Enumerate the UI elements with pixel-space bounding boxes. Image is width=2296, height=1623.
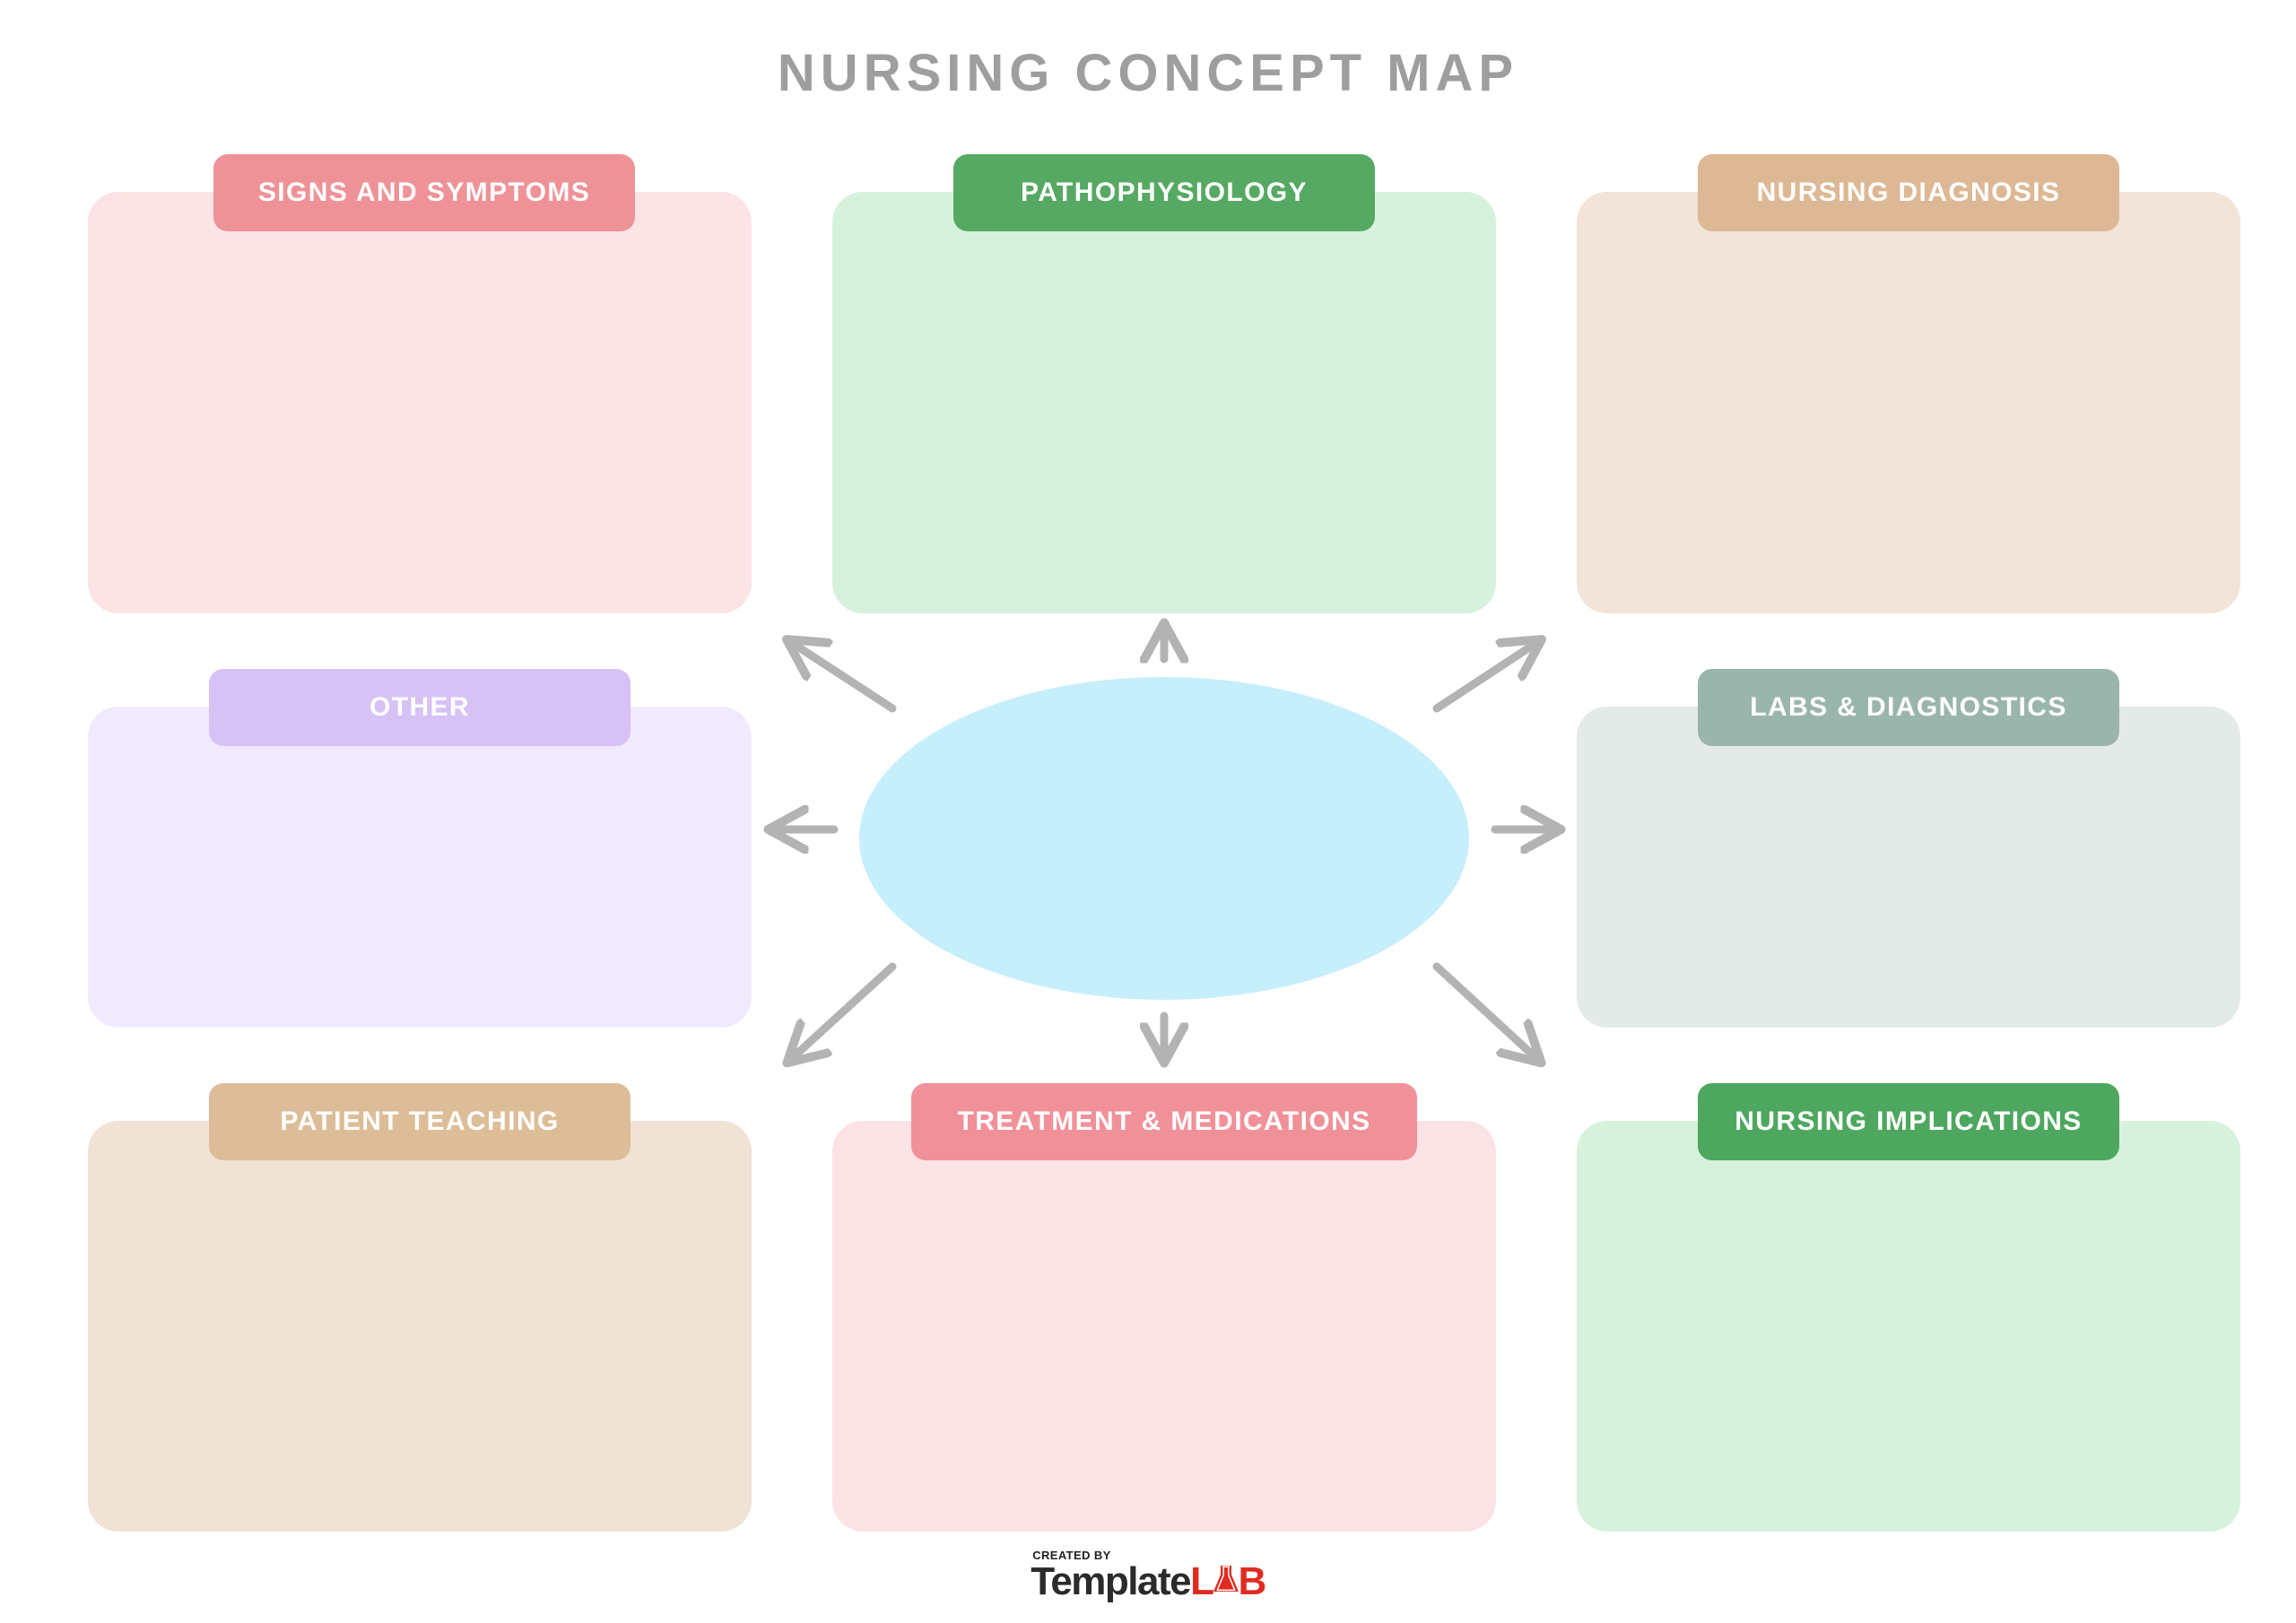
card-signs-and-symptoms: SIGNS AND SYMPTOMS	[88, 154, 752, 613]
logo-lab-b: B	[1238, 1559, 1267, 1603]
card-header-pathophysiology[interactable]: PATHOPHYSIOLOGY	[953, 154, 1375, 231]
card-body-pathophysiology[interactable]	[832, 192, 1496, 613]
card-body-other[interactable]	[88, 707, 752, 1028]
card-header-nursing-diagnosis[interactable]: NURSING DIAGNOSIS	[1698, 154, 2119, 231]
page-title: NURSING CONCEPT MAP	[777, 44, 1519, 102]
logo-template-text: Template	[1031, 1559, 1191, 1603]
card-labs-and-diagnostics: LABS & DIAGNOSTICS	[1577, 669, 2240, 1028]
card-body-labs-and-diagnostics[interactable]	[1577, 707, 2240, 1028]
card-treatment-and-medications: TREATMENT & MEDICATIONS	[832, 1083, 1496, 1532]
card-pathophysiology: PATHOPHYSIOLOGY	[832, 154, 1496, 613]
card-nursing-implications: NURSING IMPLICATIONS	[1577, 1083, 2240, 1532]
card-header-signs-and-symptoms[interactable]: SIGNS AND SYMPTOMS	[213, 154, 635, 231]
card-body-patient-teaching[interactable]	[88, 1121, 752, 1532]
flask-icon	[1213, 1562, 1239, 1592]
logo-lab-l: L	[1190, 1559, 1214, 1603]
card-body-treatment-and-medications[interactable]	[832, 1121, 1496, 1532]
card-body-nursing-implications[interactable]	[1577, 1121, 2240, 1532]
card-header-patient-teaching[interactable]: PATIENT TEACHING	[209, 1083, 631, 1160]
card-body-signs-and-symptoms[interactable]	[88, 192, 752, 613]
card-header-nursing-implications[interactable]: NURSING IMPLICATIONS	[1698, 1083, 2119, 1160]
logo-created-by-text: CREATED BY	[1032, 1549, 1111, 1562]
arrow-down-left	[789, 962, 897, 1061]
arrow-up-left	[789, 641, 897, 713]
arrow-down-right	[1432, 962, 1539, 1061]
card-header-other[interactable]: OTHER	[209, 669, 631, 746]
card-patient-teaching: PATIENT TEACHING	[88, 1083, 752, 1532]
card-body-nursing-diagnosis[interactable]	[1577, 192, 2240, 613]
card-nursing-diagnosis: NURSING DIAGNOSIS	[1577, 154, 2240, 613]
card-header-labs-and-diagnostics[interactable]: LABS & DIAGNOSTICS	[1698, 669, 2119, 746]
card-other: OTHER	[88, 669, 752, 1028]
card-header-treatment-and-medications[interactable]: TREATMENT & MEDICATIONS	[911, 1083, 1417, 1160]
arrow-up-right	[1432, 641, 1539, 713]
central-topic-ellipse[interactable]	[859, 677, 1469, 1000]
